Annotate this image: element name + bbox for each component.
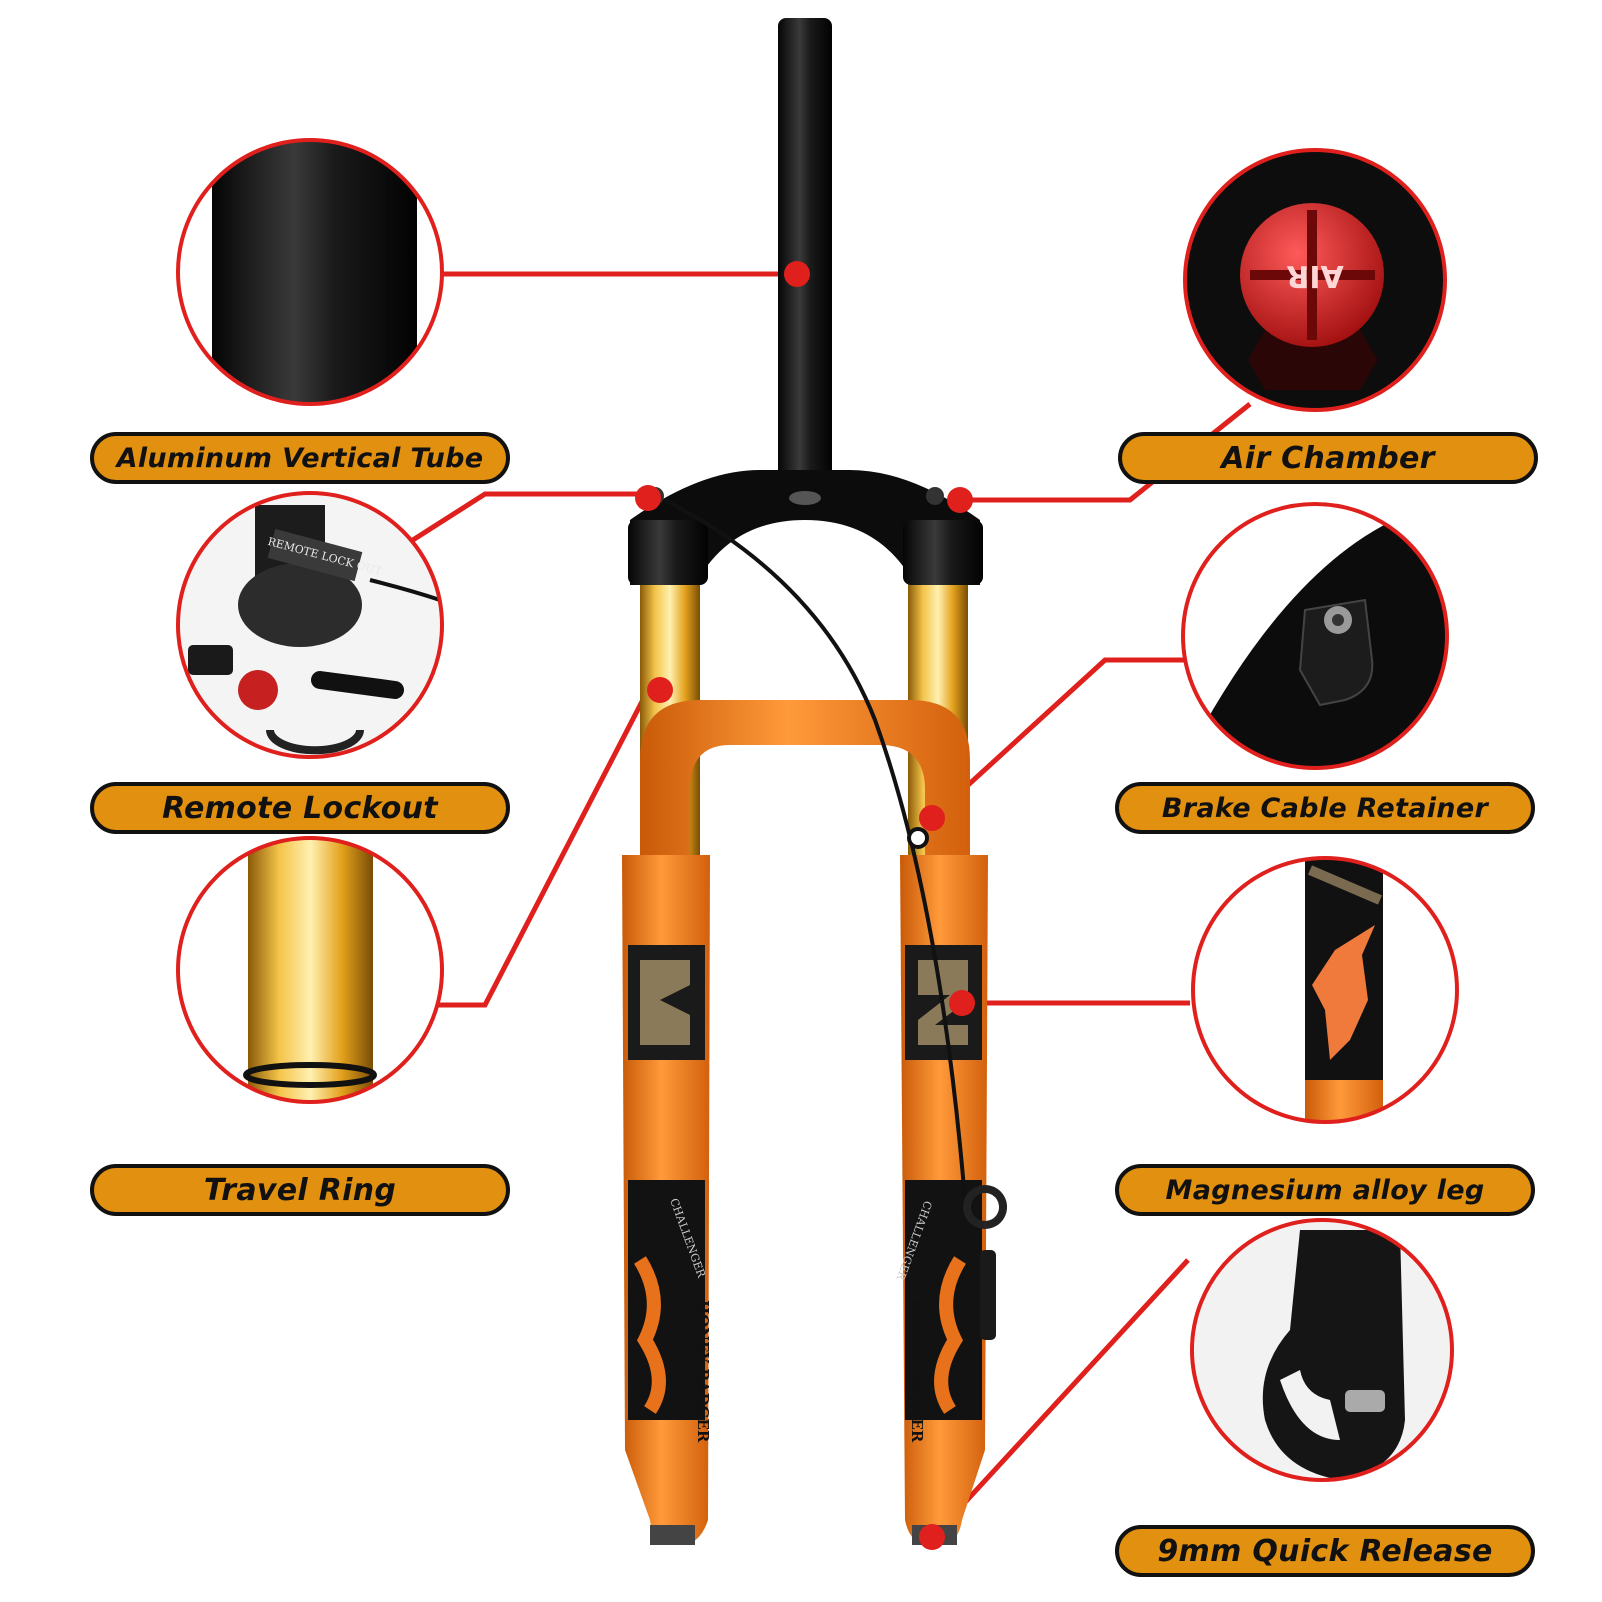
label-air-chamber: Air Chamber	[1118, 432, 1538, 484]
label-travel-ring-text: Travel Ring	[203, 1172, 397, 1208]
fork-steerer	[778, 18, 832, 498]
detail-brake-cable-retainer	[1181, 502, 1449, 770]
label-remote-lockout-text: Remote Lockout	[162, 790, 438, 826]
dropout-icon	[1262, 1230, 1405, 1480]
label-aluminum-tube-text: Aluminum Vertical Tube	[116, 442, 484, 474]
label-quick-release-text: 9mm Quick Release	[1157, 1533, 1493, 1569]
detail-travel-ring	[176, 836, 444, 1104]
pointer-dots	[635, 261, 975, 1550]
label-magnesium-leg: Magnesium alloy leg	[1115, 1164, 1535, 1216]
fork-decal-brand-left: HONEY BADGER	[694, 1300, 712, 1443]
label-magnesium-leg-text: Magnesium alloy leg	[1165, 1174, 1485, 1206]
detail-aluminum-tube	[176, 138, 444, 406]
label-quick-release: 9mm Quick Release	[1115, 1525, 1535, 1577]
cable-retainer-icon	[1298, 598, 1374, 707]
detail-quick-release	[1190, 1218, 1454, 1482]
detail-remote-lockout: REMOTE LOCK OUT	[176, 491, 444, 759]
label-aluminum-tube: Aluminum Vertical Tube	[90, 432, 510, 484]
fork-decal-brand-right: HONEY BADGER	[908, 1300, 926, 1443]
label-remote-lockout: Remote Lockout	[90, 782, 510, 834]
fork-crown	[628, 470, 983, 585]
fork-lowers	[622, 700, 988, 1545]
label-brake-cable-retainer-text: Brake Cable Retainer	[1161, 792, 1489, 824]
label-air-chamber-text: Air Chamber	[1221, 440, 1435, 476]
detail-magnesium-leg	[1191, 856, 1459, 1124]
detail-air-chamber: AIR	[1183, 148, 1447, 412]
label-brake-cable-retainer: Brake Cable Retainer	[1115, 782, 1535, 834]
label-travel-ring: Travel Ring	[90, 1164, 510, 1216]
air-valve-icon: AIR	[1286, 258, 1343, 293]
lockout-cable	[664, 498, 1008, 1340]
